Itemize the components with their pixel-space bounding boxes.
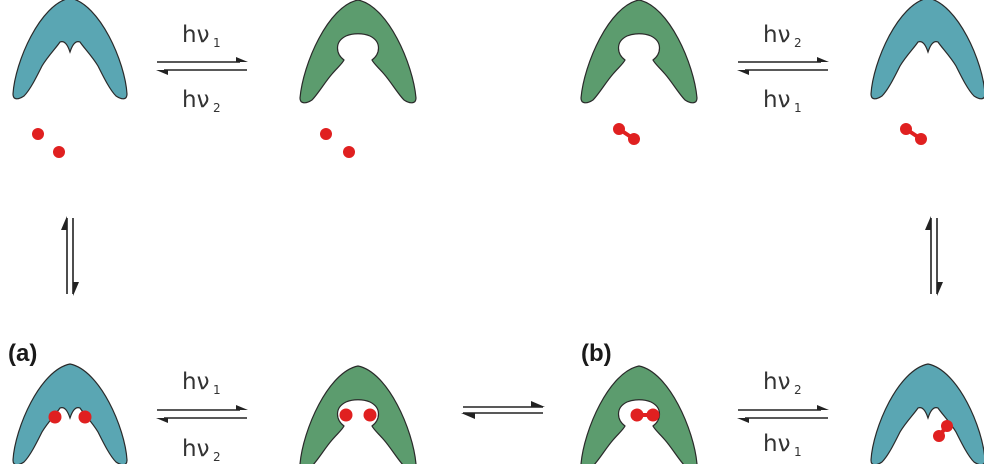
light-label-top-b-upper: hν 2 [763,22,802,50]
open-receptor-top-right [870,0,984,100]
svg-text:hν: hν [763,87,790,113]
free-guests-top-a [320,128,355,158]
svg-text:hν: hν [182,436,209,462]
closed-receptor-bottom-a-with-guests [299,365,417,464]
equilibrium-arrow-bottom-horizontal [461,401,545,419]
free-guests-top-left [32,128,65,158]
svg-text:hν: hν [182,369,209,395]
svg-text:hν: hν [763,22,790,48]
light-label-top-a-upper: hν 1 [182,22,221,50]
svg-text:hν: hν [763,369,790,395]
photo-arrow-bottom-b [736,404,830,424]
light-label-bottom-a-lower: hν 2 [182,436,221,464]
svg-text:hν: hν [182,87,209,113]
svg-text:1: 1 [213,383,221,397]
panel-label-a: (a) [8,340,37,367]
closed-receptor-top-a [299,0,417,104]
open-receptor-top-left [12,0,128,100]
equilibrium-arrow-left-vertical [60,215,80,297]
panel-label-b: (b) [581,340,612,367]
svg-text:1: 1 [794,101,802,115]
light-label-top-b-lower: hν 1 [763,87,802,115]
closed-receptor-top-b [580,0,698,104]
bound-guests-bottom-a-open [48,410,92,424]
equilibrium-arrow-right-vertical [924,215,944,297]
light-label-top-a-lower: hν 2 [182,87,221,115]
svg-text:2: 2 [213,101,221,115]
open-receptor-bottom-b-with-dimer [870,363,984,464]
light-label-bottom-b-lower: hν 1 [763,431,802,459]
photo-arrow-top-b [736,56,830,76]
light-label-bottom-a-upper: hν 1 [182,369,221,397]
bound-guests-bottom-a-closed [339,408,377,422]
bound-dimer-bottom-b-closed [630,408,660,422]
open-receptor-bottom-a-with-guests [12,363,128,464]
svg-text:1: 1 [794,445,802,459]
svg-text:hν: hν [763,431,790,457]
svg-text:2: 2 [213,450,221,464]
dimer-guest-top-b [613,123,640,145]
svg-text:hν: hν [182,22,209,48]
dimer-guest-top-right [900,123,927,145]
svg-text:2: 2 [794,383,802,397]
bound-dimer-bottom-b-open [933,420,953,442]
svg-text:2: 2 [794,36,802,50]
photo-arrow-bottom-a [155,404,249,424]
light-label-bottom-b-upper: hν 2 [763,369,802,397]
photo-arrow-top-a [155,56,249,76]
svg-text:1: 1 [213,36,221,50]
